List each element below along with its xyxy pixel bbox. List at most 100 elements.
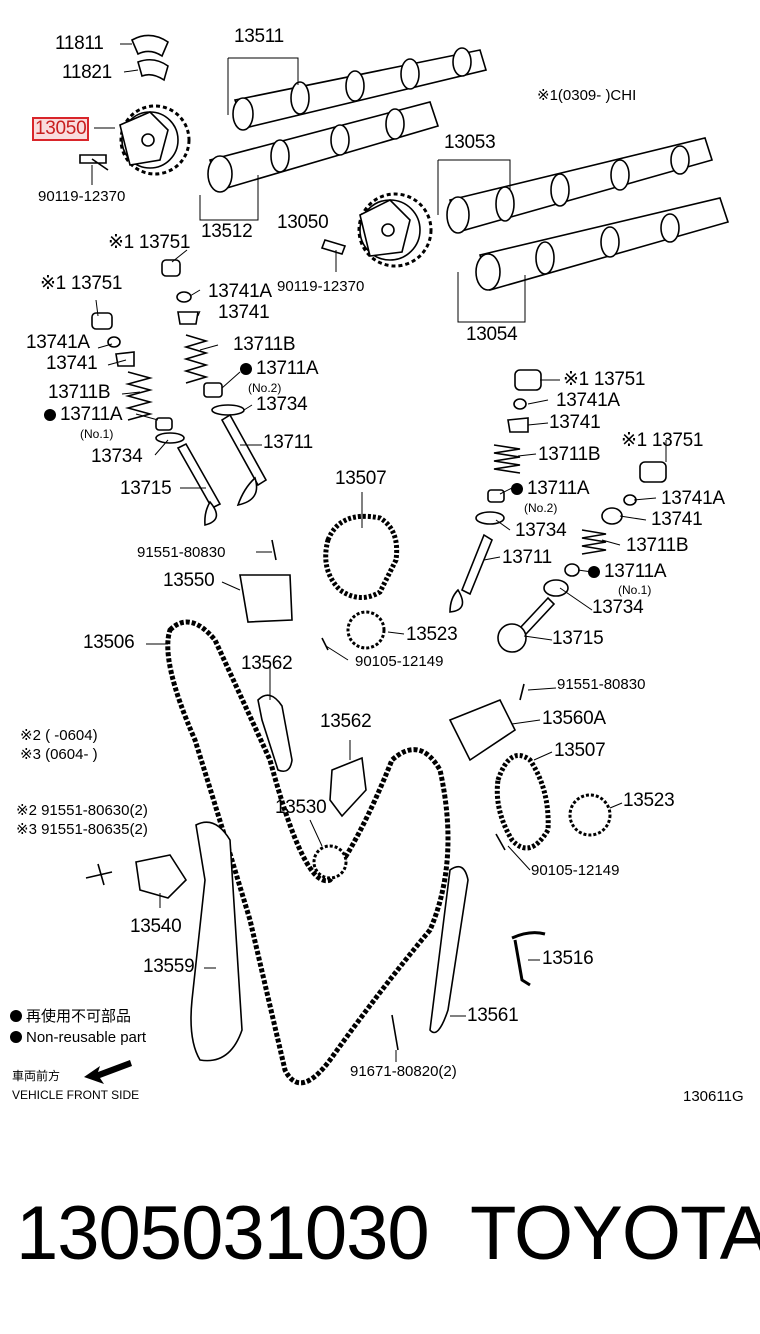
label-13734-c: 13734 [515, 520, 567, 541]
oil-jet-13516[interactable] [511, 931, 546, 987]
bolt-91551-80630[interactable] [85, 863, 113, 886]
label-13711B-a: 13711B [233, 334, 296, 355]
brand-name: TOYOTA [470, 1191, 760, 1276]
camshaft-13512[interactable] [207, 101, 440, 193]
label-13550: 13550 [163, 570, 215, 591]
crank-sprocket-13530[interactable] [312, 844, 348, 880]
label-13751-a: ※1 13751 [108, 232, 191, 253]
label-13562-a: 13562 [241, 653, 293, 674]
leader-lines [91, 43, 667, 1062]
legend-en: Non-reusable part [10, 1029, 146, 1046]
legend-jp: 再使用不可部品 [10, 1008, 131, 1025]
label-11821: 11821 [62, 62, 112, 83]
chain-slipper-13559[interactable] [190, 821, 243, 1062]
chain-guide-13562-a[interactable] [257, 694, 293, 773]
tensioner-arm-13540[interactable] [135, 854, 188, 899]
label-13511: 13511 [234, 26, 284, 47]
label-13734-a: 13734 [256, 394, 308, 415]
label-13507-a: 13507 [335, 468, 387, 489]
label-13751-b: ※1 13751 [40, 273, 123, 294]
label-13516: 13516 [542, 948, 594, 969]
bolt-91551-80830-b[interactable] [519, 683, 525, 701]
label-91551-80830-b: 91551-80830 [557, 676, 646, 693]
label-13560A: 13560A [542, 708, 606, 729]
label-13540: 13540 [130, 916, 182, 937]
non-reusable-dot-icon [511, 483, 523, 495]
chain-13507-b[interactable] [494, 753, 551, 851]
label-13512: 13512 [201, 221, 253, 242]
chain-damper-13561[interactable] [429, 865, 469, 1034]
label-13711A-c: 13711A [511, 479, 590, 499]
label-13506: 13506 [83, 632, 135, 653]
note-3: ※3 (0604- ) [20, 746, 98, 763]
vehicle-front-jp: 車両前方 [12, 1069, 61, 1083]
label-13741-c: 13741 [549, 412, 601, 433]
tensioner-13550[interactable] [239, 574, 293, 623]
chain-13507-a[interactable] [323, 513, 400, 600]
vvt-gear-13050-a[interactable] [119, 104, 191, 176]
label-13711B-d: 13711B [626, 535, 689, 556]
label-13050-highlighted[interactable]: 13050 [32, 117, 90, 141]
note-2: ※2 ( -0604) [20, 727, 98, 744]
bolt-90105-b[interactable] [495, 833, 506, 851]
label-13053: 13053 [444, 132, 496, 153]
label-no1-b: (No.1) [618, 583, 652, 597]
label-13751-d: ※1 13751 [621, 430, 704, 451]
bearing-cap-11811[interactable] [130, 34, 169, 58]
label-13711-b: 13711 [502, 547, 552, 568]
label-13741A-c: 13741A [556, 390, 620, 411]
label-13523-a: 13523 [406, 624, 458, 645]
label-13734-b: 13734 [91, 446, 143, 467]
legend-dot-icon [10, 1031, 22, 1043]
label-13507-b: 13507 [554, 740, 606, 761]
label-13711B-b: 13711B [48, 382, 111, 403]
bolt-91671[interactable] [391, 1014, 399, 1051]
label-13562-b: 13562 [320, 711, 372, 732]
timing-chain-13506[interactable] [165, 619, 451, 1086]
label-13530: 13530 [275, 797, 327, 818]
non-reusable-dot-icon [240, 363, 252, 375]
note-chi: ※1(0309- )CHI [537, 87, 637, 104]
label-13711A-a: 13711A [240, 359, 319, 379]
camshaft-13054[interactable] [475, 197, 730, 291]
label-13711-a: 13711 [263, 432, 313, 453]
sprocket-13523-a[interactable] [346, 610, 386, 650]
part-number: 1305031030 [16, 1191, 430, 1276]
bearing-cap-11821[interactable] [137, 58, 169, 82]
label-13050: 13050 [277, 212, 329, 233]
label-13741A-d: 13741A [661, 488, 725, 509]
camshaft-13511[interactable] [232, 47, 488, 131]
bolt-91551-80830-a[interactable] [271, 539, 277, 561]
label-no2-b: (No.2) [524, 501, 558, 515]
label-90105-12149-a: 90105-12149 [355, 653, 444, 670]
legend-dot-icon [10, 1010, 22, 1022]
label-13711A-b: 13711A [44, 405, 123, 425]
tensioner-13560A[interactable] [448, 698, 517, 762]
label-90119-12370-a: 90119-12370 [38, 188, 126, 205]
label-13559: 13559 [143, 956, 195, 977]
bolt-90119-b[interactable] [320, 239, 347, 255]
sprocket-13523-b[interactable] [568, 793, 612, 837]
label-no1-a: (No.1) [80, 427, 114, 441]
vvt-gear-13050-b[interactable] [357, 192, 433, 268]
label-13715-b: 13715 [552, 628, 604, 649]
bolt-90119-a[interactable] [79, 154, 109, 171]
label-13711B-c: 13711B [538, 444, 601, 465]
non-reusable-dot-icon [588, 566, 600, 578]
label-13734-d: 13734 [592, 597, 644, 618]
non-reusable-dot-icon [44, 409, 56, 421]
label-13741-d: 13741 [651, 509, 703, 530]
label-13715-a: 13715 [120, 478, 172, 499]
chain-guide-13562-b[interactable] [329, 756, 367, 818]
label-13711A-d: 13711A [588, 562, 667, 582]
camshaft-13053[interactable] [446, 137, 714, 234]
label-13741A-b: 13741A [26, 332, 90, 353]
bolt-90105-a[interactable] [321, 637, 329, 651]
label-13523-b: 13523 [623, 790, 675, 811]
label-11811: 11811 [55, 33, 104, 54]
label-13741-a: 13741 [218, 302, 270, 323]
front-arrow-icon [84, 1060, 132, 1084]
label-13561: 13561 [467, 1005, 519, 1026]
label-13054: 13054 [466, 324, 518, 345]
label-90119-12370-b: 90119-12370 [277, 278, 365, 295]
